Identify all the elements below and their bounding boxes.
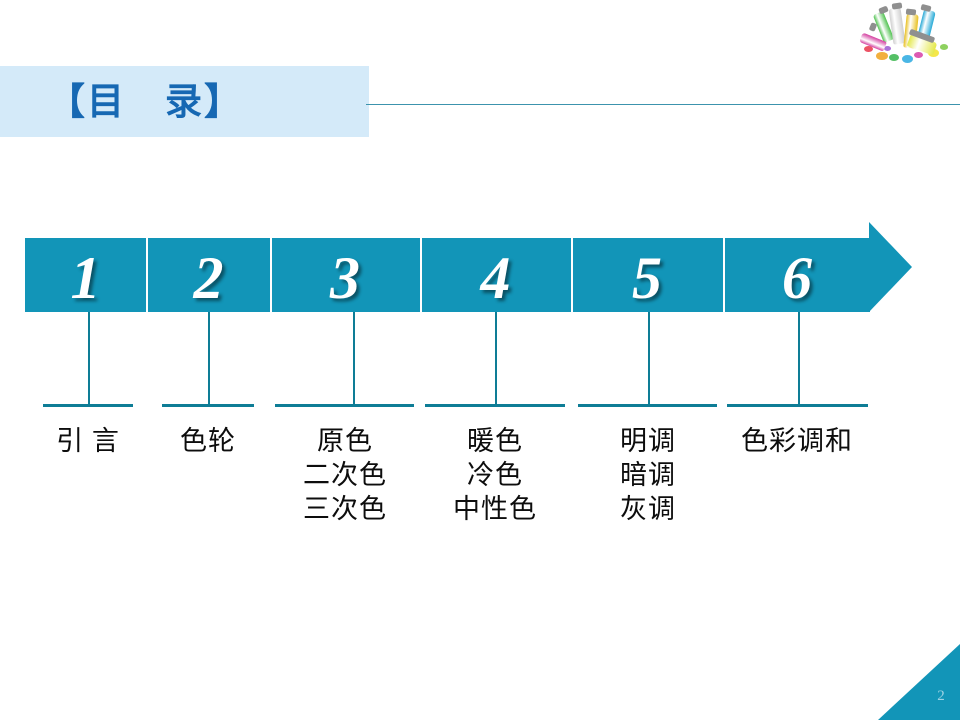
caption-line: 原色	[317, 426, 373, 456]
caption-line: 二次色	[303, 460, 387, 490]
corner-triangle	[878, 644, 960, 720]
caption-line: 色轮	[180, 426, 236, 456]
spray-can-cap	[905, 8, 917, 16]
caption-line: 明调	[620, 426, 676, 456]
title-band	[0, 66, 369, 137]
leader-rule-6	[727, 404, 868, 407]
bar-divider	[146, 238, 148, 312]
number-bar	[25, 238, 870, 312]
page-title: 【目 录】	[48, 82, 243, 123]
step-number-5[interactable]: 5	[632, 245, 662, 311]
step-caption-2[interactable]: 色轮	[148, 424, 268, 458]
title-underline-rule	[366, 104, 960, 105]
leader-rule-4	[425, 404, 565, 407]
leader-stem-4	[495, 312, 498, 404]
step-number-2[interactable]: 2	[193, 245, 224, 311]
paint-splatter	[940, 44, 948, 50]
bar-divider	[270, 238, 272, 312]
step-number-6[interactable]: 6	[782, 245, 812, 311]
step-caption-5[interactable]: 明调暗调灰调	[578, 424, 718, 526]
leader-rule-1	[43, 404, 133, 407]
caption-line: 中性色	[453, 494, 537, 524]
step-caption-6[interactable]: 色彩调和	[722, 424, 872, 458]
spray-can-cap	[868, 22, 878, 32]
teal-arrow-head	[869, 222, 912, 312]
leader-stem-1	[88, 312, 91, 404]
bar-divider	[723, 238, 725, 312]
spray-can-cap	[891, 2, 903, 10]
leader-stem-2	[208, 312, 211, 404]
step-number-4[interactable]: 4	[480, 245, 511, 311]
paint-splatter	[884, 46, 891, 51]
leader-rule-2	[162, 404, 254, 407]
paint-splatter	[864, 46, 873, 53]
paint-splatter	[914, 52, 923, 59]
paint-splatter	[876, 52, 888, 61]
step-caption-3[interactable]: 原色二次色三次色	[275, 424, 415, 526]
spray-paint-cans-icon	[859, 2, 958, 70]
bar-divider	[571, 238, 573, 312]
leader-stem-3	[353, 312, 356, 404]
leader-rule-3	[275, 404, 414, 407]
spray-can-cap	[920, 3, 932, 13]
caption-line: 暗调	[620, 460, 676, 490]
caption-line: 暖色	[467, 426, 523, 456]
step-number-3[interactable]: 3	[330, 245, 360, 311]
caption-line: 灰调	[620, 494, 676, 524]
paint-splatter	[902, 55, 913, 63]
step-number-1[interactable]: 1	[70, 245, 101, 311]
leader-stem-6	[798, 312, 801, 404]
leader-stem-5	[648, 312, 651, 404]
leader-rule-5	[578, 404, 717, 407]
paint-splatter	[889, 54, 899, 61]
caption-line: 色彩调和	[741, 426, 853, 456]
step-caption-1[interactable]: 引 言	[28, 424, 148, 458]
step-caption-4[interactable]: 暖色冷色中性色	[425, 424, 565, 526]
caption-line: 三次色	[303, 494, 387, 524]
caption-line: 引 言	[56, 426, 120, 456]
bar-divider	[420, 238, 422, 312]
page-number: 2	[937, 688, 945, 704]
spray-can-cap	[878, 5, 889, 15]
caption-line: 冷色	[467, 460, 523, 490]
